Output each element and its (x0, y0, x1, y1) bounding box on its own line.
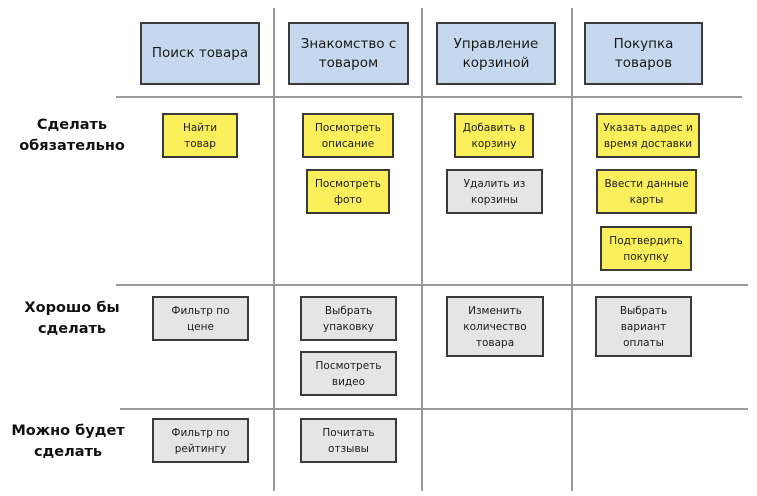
card-change-quantity: Изменить количество товара (446, 296, 544, 357)
card-rating-filter: Фильтр по рейтингу (152, 418, 249, 463)
card-confirm-purchase: Подтвердить покупку (600, 226, 692, 271)
card-view-description: Посмотреть описание (302, 113, 394, 158)
card-view-photo: Посмотреть фото (306, 169, 390, 214)
card-delivery-address: Указать адрес и время доставки (596, 113, 700, 158)
card-find-product: Найти товар (162, 113, 238, 158)
card-remove-from-cart: Удалить из корзины (446, 169, 543, 214)
card-payment-option: Выбрать вариант оплаты (595, 296, 692, 357)
card-watch-video: Посмотреть видео (300, 351, 397, 396)
column-divider-1 (273, 8, 275, 491)
column-divider-3 (571, 8, 573, 491)
row-divider-2 (116, 284, 748, 286)
column-header-cart: Управление корзиной (436, 22, 556, 85)
card-price-filter: Фильтр по цене (152, 296, 249, 341)
row-divider-3 (120, 408, 748, 410)
row-label-could: Можно будет сделать (11, 423, 125, 460)
card-read-reviews: Почитать отзывы (300, 418, 397, 463)
column-header-product: Знакомство с товаром (288, 22, 409, 85)
column-header-search: Поиск товара (140, 22, 260, 85)
column-divider-2 (421, 8, 423, 491)
card-choose-packaging: Выбрать упаковку (300, 296, 397, 341)
card-enter-card-data: Ввести данные карты (596, 169, 697, 214)
row-label-must: Сделать обязательно (19, 117, 125, 154)
row-label-nice: Хорошо бы сделать (24, 300, 120, 337)
column-header-purchase: Покупка товаров (584, 22, 703, 85)
card-add-to-cart: Добавить в корзину (454, 113, 534, 158)
row-divider-1 (116, 96, 742, 98)
